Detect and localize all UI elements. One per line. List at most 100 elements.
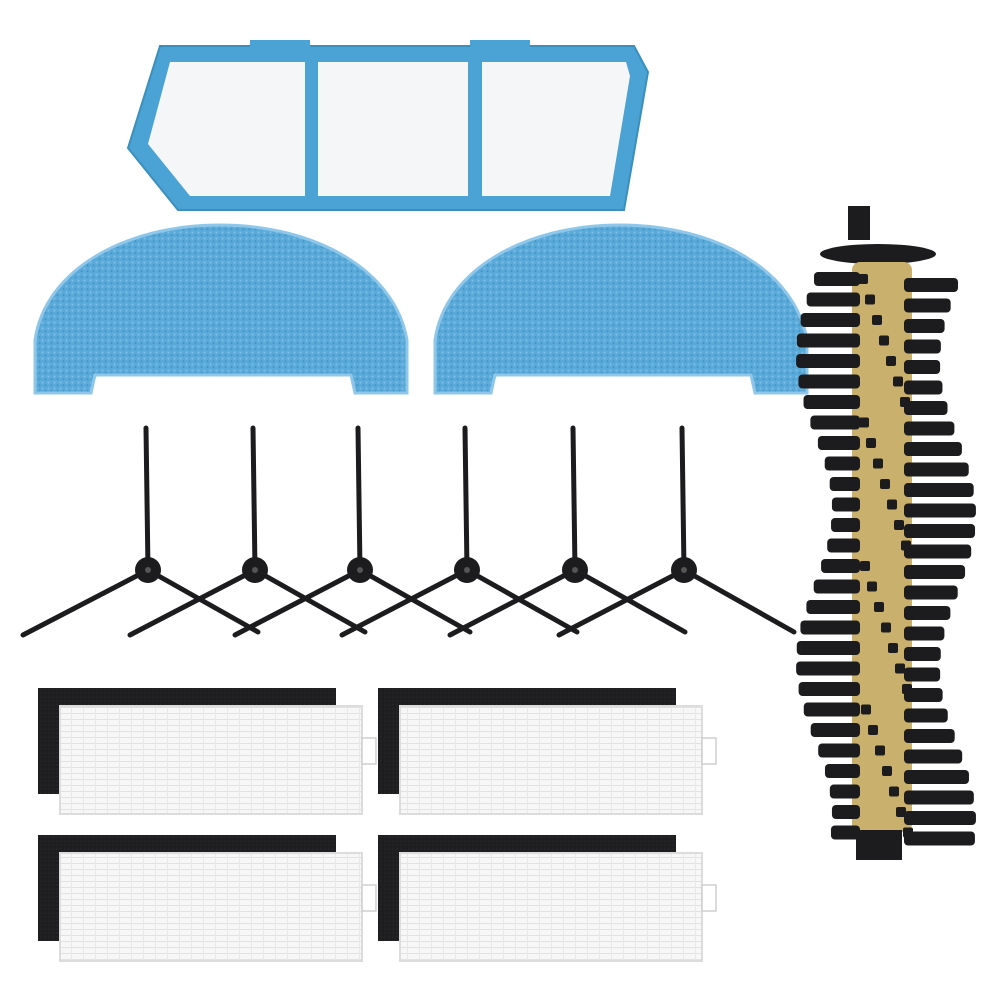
bristle-tuft xyxy=(904,688,943,702)
bristle-tuft xyxy=(888,643,898,653)
bristle-tuft xyxy=(904,585,958,600)
filter-mesh-panel xyxy=(482,62,630,196)
filter-tab xyxy=(250,40,310,48)
bristle-tuft xyxy=(806,600,860,614)
hepa-pull-tab xyxy=(361,737,377,765)
main-roller-brush xyxy=(796,206,976,860)
bristle-tuft xyxy=(803,395,860,409)
bristle-tuft xyxy=(904,729,955,743)
filter-mesh-panel xyxy=(148,62,305,196)
bristle-tuft xyxy=(827,538,860,553)
bristle-tuft xyxy=(904,790,974,805)
bristle-tuft xyxy=(904,339,941,354)
bristle-tuft xyxy=(824,456,860,471)
bristle-tuft xyxy=(904,626,945,641)
bristle-tuft xyxy=(875,745,885,756)
side-brush xyxy=(127,425,368,638)
bristle-tuft xyxy=(904,298,951,313)
bristle-tuft xyxy=(830,825,860,840)
bristle-tuft xyxy=(904,708,948,723)
bristle-tuft xyxy=(814,272,860,286)
bristle-tuft xyxy=(904,667,941,682)
side-brush xyxy=(556,425,797,638)
hepa-filter xyxy=(59,852,363,962)
bristle-tuft xyxy=(860,561,870,571)
bristle-tuft xyxy=(904,401,948,415)
bristle-tuft xyxy=(904,278,958,292)
bristle-tuft xyxy=(904,503,976,518)
bristle-tuft xyxy=(858,274,868,284)
bristle-tuft xyxy=(803,702,860,717)
bristle-tuft xyxy=(800,313,860,327)
hepa-pull-tab xyxy=(361,884,377,912)
bristle-tuft xyxy=(865,294,875,305)
bristle-tuft xyxy=(824,764,860,778)
bristle-tuft xyxy=(894,520,904,530)
bristle-tuft xyxy=(881,622,891,633)
bristle-tuft xyxy=(904,831,975,846)
hepa-filter xyxy=(399,705,703,815)
roller-end-cap xyxy=(848,206,870,240)
bristle-tuft xyxy=(904,462,969,477)
side-brush xyxy=(232,425,473,638)
bristle-tuft xyxy=(861,704,871,715)
filter-tab xyxy=(470,40,530,48)
bristle-tuft xyxy=(904,565,966,579)
hepa-pull-tab xyxy=(701,737,717,765)
bristle-tuft xyxy=(817,436,860,450)
side-brush xyxy=(447,425,688,638)
bristle-tuft xyxy=(796,333,860,348)
bristle-tuft xyxy=(893,376,903,387)
bristle-tuft xyxy=(904,749,963,764)
bristle-tuft xyxy=(831,805,860,819)
roller-end-cap xyxy=(820,244,936,264)
bristle-tuft xyxy=(904,544,972,559)
bristle-tuft xyxy=(887,499,897,510)
bristle-tuft xyxy=(873,458,883,469)
side-brush xyxy=(20,425,261,638)
mop-pad xyxy=(33,223,409,395)
bristle-tuft xyxy=(859,417,869,428)
bristle-tuft xyxy=(904,319,945,333)
bristle-tuft xyxy=(874,602,884,612)
bristle-tuft xyxy=(831,518,860,532)
filter-mesh-panel xyxy=(318,62,468,196)
bristle-tuft xyxy=(900,397,910,407)
bristle-tuft xyxy=(867,581,877,592)
bristle-tuft xyxy=(886,356,896,366)
bristle-tuft xyxy=(904,770,969,784)
bristle-tuft xyxy=(796,661,860,676)
bristle-tuft xyxy=(904,360,941,374)
bristle-tuft xyxy=(810,723,860,737)
hepa-filter-set xyxy=(378,835,717,962)
bristle-tuft xyxy=(829,784,860,799)
bristle-tuft xyxy=(806,292,860,307)
roller-core xyxy=(852,262,912,832)
hepa-filter-set xyxy=(38,835,377,962)
mop-pad xyxy=(433,223,809,395)
bristle-tuft xyxy=(831,497,860,512)
bristle-tuft xyxy=(796,641,860,655)
bristle-tuft xyxy=(904,606,951,620)
hepa-filter-set xyxy=(38,688,377,815)
bristle-tuft xyxy=(813,579,860,594)
dust-bin-filter xyxy=(126,40,650,211)
bristle-tuft xyxy=(866,438,876,448)
bristle-tuft xyxy=(904,483,974,497)
bristle-tuft xyxy=(882,766,892,776)
bristle-tuft xyxy=(880,479,890,489)
bristle-tuft xyxy=(800,620,860,635)
bristle-tuft xyxy=(895,663,905,674)
bristle-tuft xyxy=(904,442,962,456)
bristle-tuft xyxy=(818,743,860,758)
bristle-tuft xyxy=(904,380,943,395)
bristle-tuft xyxy=(903,827,913,838)
hepa-pull-tab xyxy=(701,884,717,912)
bristle-tuft xyxy=(868,725,878,735)
roller-end-cap xyxy=(856,830,902,860)
bristle-tuft xyxy=(889,786,899,797)
hepa-filter-set xyxy=(378,688,717,815)
bristle-tuft xyxy=(879,335,889,346)
bristle-tuft xyxy=(796,354,860,368)
